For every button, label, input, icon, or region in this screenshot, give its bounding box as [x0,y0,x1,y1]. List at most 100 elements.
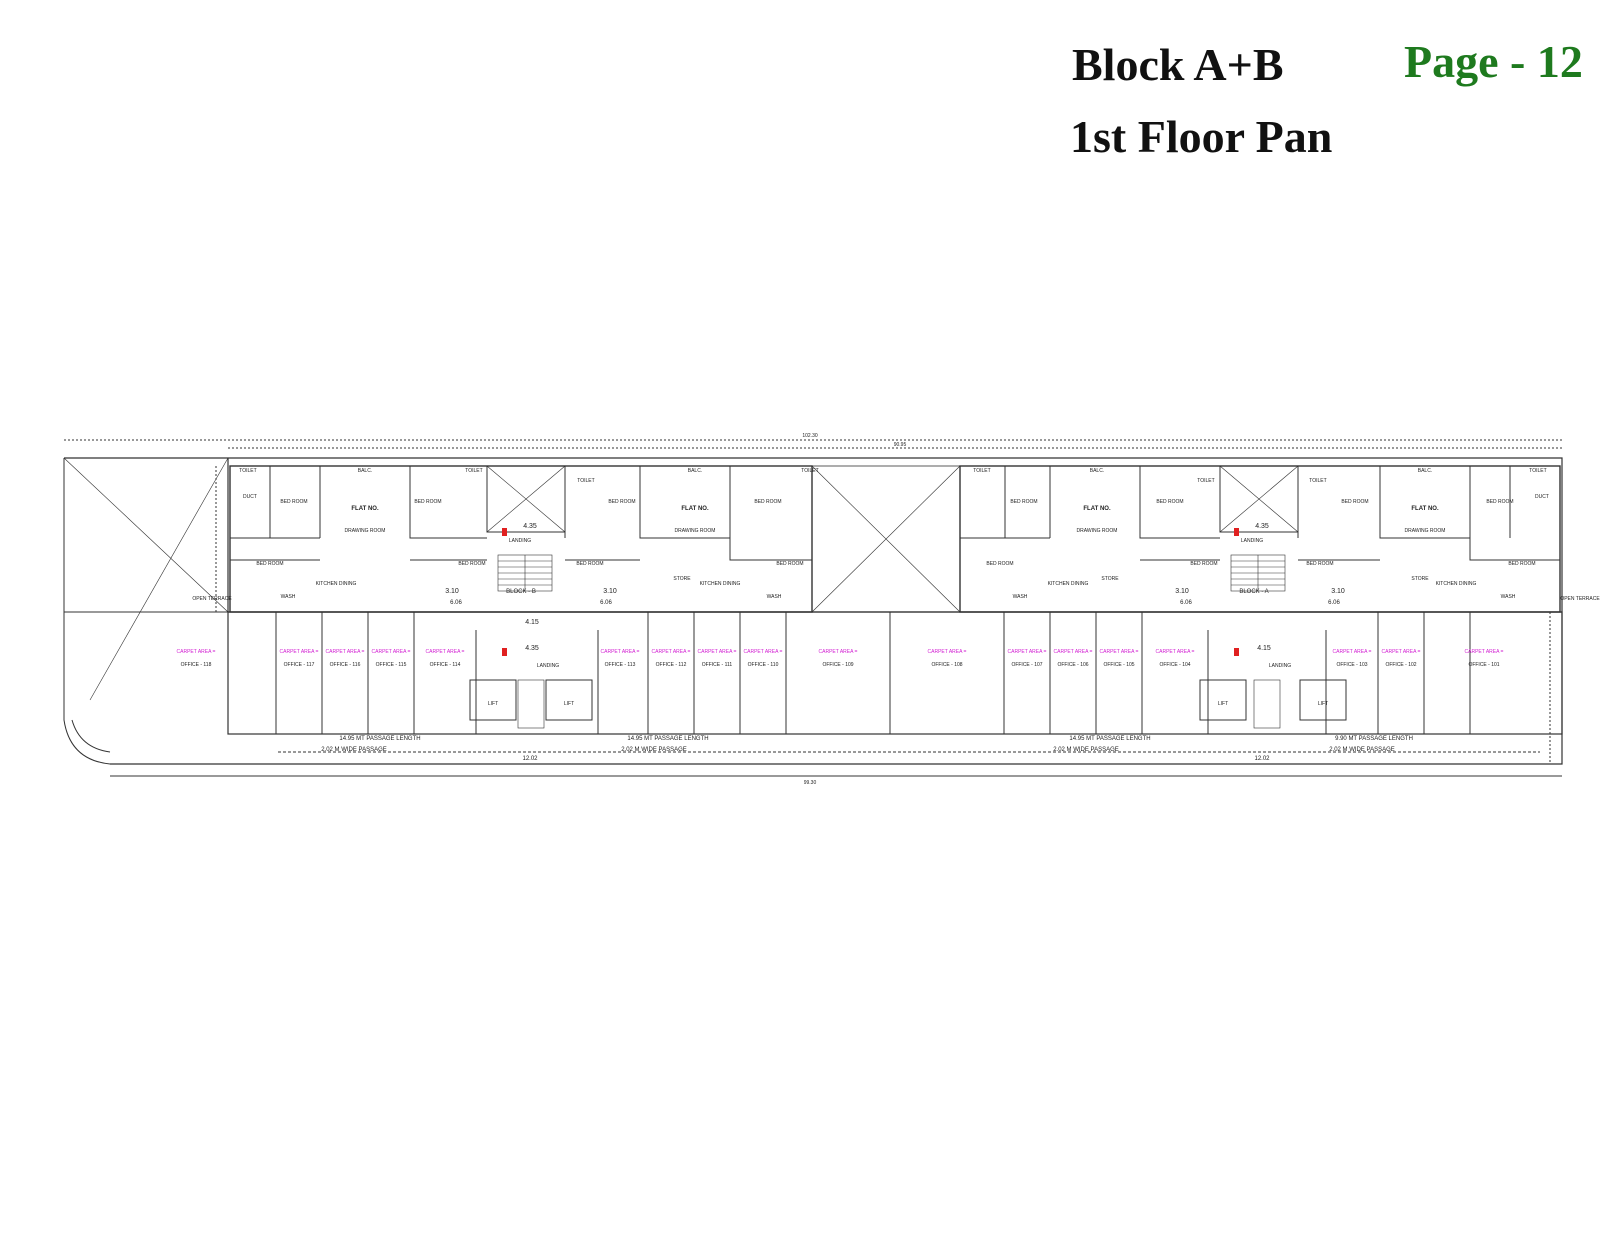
lift-b [469,679,517,721]
landing-label: LANDING [1269,663,1291,669]
carpet-area-label: CARPET AREA = [1333,649,1372,655]
passage-length-label: 14.95 MT PASSAGE LENGTH [627,736,708,742]
toilet-label: TOILET [465,468,482,474]
dimension-label: 4.35 [523,523,537,530]
balc-label: BALC. [358,468,372,474]
wash-label: WASH [1013,594,1028,600]
dimension-label: 3.10 [1175,588,1189,595]
dimension-label: 4.15 [1257,645,1271,652]
carpet-area-label: CARPET AREA = [177,649,216,655]
office-row-outline [227,611,1563,735]
store-label: STORE [1411,576,1429,582]
bed-room-label: BED ROOM [1486,499,1513,505]
dimension-label: 3.10 [1331,588,1345,595]
toilet-label: TOILET [1309,478,1326,484]
landing-label: LANDING [509,538,531,544]
lift-label: LIFT [1318,701,1328,707]
drawing-room-label: DRAWING ROOM [1077,528,1118,534]
duct-label: DUCT [1535,494,1549,500]
dimension-label: 6.06 [450,600,462,606]
flat-label: FLAT NO. [1411,506,1439,512]
landing-label: LANDING [537,663,559,669]
office-label: OFFICE - 108 [931,662,962,668]
balc-label: BALC. [1090,468,1104,474]
carpet-area-label: CARPET AREA = [744,649,783,655]
carpet-area-label: CARPET AREA = [601,649,640,655]
dimension-label: 12.02 [522,756,538,762]
open-terrace-label: OPEN TERRACE [192,596,232,602]
bed-room-label: BED ROOM [1156,499,1183,505]
toilet-label: TOILET [1529,468,1546,474]
office-label: OFFICE - 111 [702,662,733,668]
office-label: OFFICE - 114 [430,662,461,668]
carpet-area-label: CARPET AREA = [426,649,465,655]
curved-corner-inner [71,719,111,753]
terrace-diagonal [89,457,229,701]
lift-label: LIFT [488,701,498,707]
flat-label: FLAT NO. [351,506,379,512]
office-label: OFFICE - 103 [1336,662,1367,668]
wash-label: WASH [767,594,782,600]
office-label: OFFICE - 105 [1103,662,1134,668]
bed-room-label: BED ROOM [776,561,803,567]
landing-label: LANDING [1241,538,1263,544]
inner-dimension-top: 90.95 [894,442,907,448]
carpet-area-label: CARPET AREA = [698,649,737,655]
drawing-room-label: DRAWING ROOM [345,528,386,534]
bed-room-label: BED ROOM [414,499,441,505]
wide-passage-label: 2.02 M WIDE PASSAGE [1329,747,1395,753]
lift-label: LIFT [1218,701,1228,707]
stair-marker-a-lower [1234,648,1239,656]
flat-partitions-a [960,466,1560,561]
office-label: OFFICE - 102 [1385,662,1416,668]
dimension-label: 4.35 [1255,523,1269,530]
office-label: OFFICE - 110 [748,662,779,668]
bed-room-label: BED ROOM [576,561,603,567]
passage-length-label: 14.95 MT PASSAGE LENGTH [1069,736,1150,742]
wash-label: WASH [1501,594,1516,600]
kitchen-dining-label: KITCHEN DINING [1048,581,1089,587]
office-label: OFFICE - 115 [376,662,407,668]
carpet-area-label: CARPET AREA = [819,649,858,655]
block-title: Block A+B [1072,39,1284,90]
carpet-area-label: CARPET AREA = [1100,649,1139,655]
flat-label: FLAT NO. [681,506,709,512]
bed-room-label: BED ROOM [1010,499,1037,505]
carpet-area-label: CARPET AREA = [1465,649,1504,655]
bed-room-label: BED ROOM [1306,561,1333,567]
carpet-area-label: CARPET AREA = [1008,649,1047,655]
dimension-label: 12.02 [1254,756,1270,762]
store-label: STORE [673,576,691,582]
staircase-b [497,554,553,592]
toilet-label: TOILET [801,468,818,474]
open-terrace-label: OPEN TERRACE [1560,596,1600,602]
carpet-area-label: CARPET AREA = [1156,649,1195,655]
drawing-room-label: DRAWING ROOM [675,528,716,534]
carpet-area-label: CARPET AREA = [1054,649,1093,655]
dimension-label: 4.15 [525,619,539,626]
block-b-label: BLOCK - B [506,589,536,595]
bed-room-label: BED ROOM [986,561,1013,567]
bed-room-label: BED ROOM [754,499,781,505]
lift-label: LIFT [564,701,574,707]
wide-passage-label: 2.02 M WIDE PASSAGE [321,747,387,753]
wide-passage-label: 2.02 M WIDE PASSAGE [1053,747,1119,753]
dimension-label: 3.10 [603,588,617,595]
bed-room-label: BED ROOM [256,561,283,567]
wide-passage-label: 2.02 M WIDE PASSAGE [621,747,687,753]
kitchen-dining-label: KITCHEN DINING [700,581,741,587]
passage-length-label: 14.95 MT PASSAGE LENGTH [339,736,420,742]
bed-room-label: BED ROOM [280,499,307,505]
terrace-diagonal [63,457,229,613]
overall-dimension-bottom: 99.30 [804,780,817,786]
duct-label: DUCT [243,494,257,500]
bed-room-label: BED ROOM [1508,561,1535,567]
dimension-label: 4.35 [525,645,539,652]
toilet-label: TOILET [577,478,594,484]
dimension-label: 6.06 [600,600,612,606]
balc-label: BALC. [688,468,702,474]
lift-a-2 [1299,679,1347,721]
floor-title: 1st Floor Pan [1070,111,1333,162]
carpet-area-label: CARPET AREA = [372,649,411,655]
